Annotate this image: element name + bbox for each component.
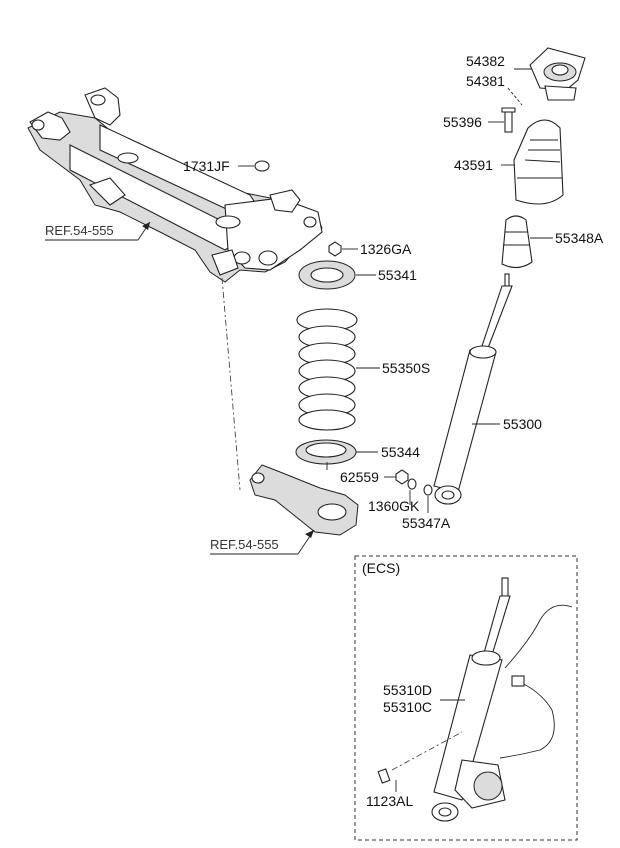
part-62559: 62559 <box>340 469 409 485</box>
part-55344: 55344 <box>295 439 420 470</box>
label-1360gk: 1360GK <box>368 498 420 514</box>
part-1360gk: 1360GK <box>368 478 420 514</box>
ref-control-arm: REF.54-555 <box>210 529 315 555</box>
part-55350s: 55350S <box>296 308 430 431</box>
part-54382-54381: 54382 54381 <box>466 47 586 101</box>
part-1326ga: 1326GA <box>328 241 412 257</box>
label-54381: 54381 <box>466 73 505 89</box>
label-55348a: 55348A <box>555 230 604 246</box>
part-55348a: 55348A <box>501 215 604 269</box>
ref-label-bottom: REF.54-555 <box>210 537 279 552</box>
label-1326ga: 1326GA <box>360 241 412 257</box>
label-1123al: 1123AL <box>366 793 413 809</box>
label-55300: 55300 <box>503 416 542 432</box>
label-55350s: 55350S <box>382 360 430 376</box>
label-54382: 54382 <box>466 53 505 69</box>
label-43591: 43591 <box>454 157 493 173</box>
label-1731jf: 1731JF <box>183 158 230 174</box>
lower-control-arm <box>249 464 359 536</box>
part-43591: 43591 <box>454 119 564 205</box>
ecs-title: (ECS) <box>362 560 400 576</box>
ref-subframe: REF.54-555 <box>45 221 151 241</box>
ref-label-top: REF.54-555 <box>45 223 114 238</box>
label-55344: 55344 <box>381 444 420 460</box>
label-55341: 55341 <box>378 267 417 283</box>
label-55310d: 55310D <box>383 682 432 698</box>
part-55341: 55341 <box>298 260 417 290</box>
label-55310c: 55310C <box>383 699 432 715</box>
ecs-box: (ECS) 55310D 55310C 1123AL <box>354 555 578 841</box>
part-55396: 55396 <box>443 87 523 133</box>
label-55396: 55396 <box>443 114 482 130</box>
label-62559: 62559 <box>340 469 379 485</box>
part-1731jf: 1731JF <box>183 158 270 174</box>
label-55347a: 55347A <box>402 515 451 531</box>
rear-subframe <box>27 87 323 283</box>
part-55300: 55300 <box>433 273 542 505</box>
part-55347a: 55347A <box>402 484 451 531</box>
